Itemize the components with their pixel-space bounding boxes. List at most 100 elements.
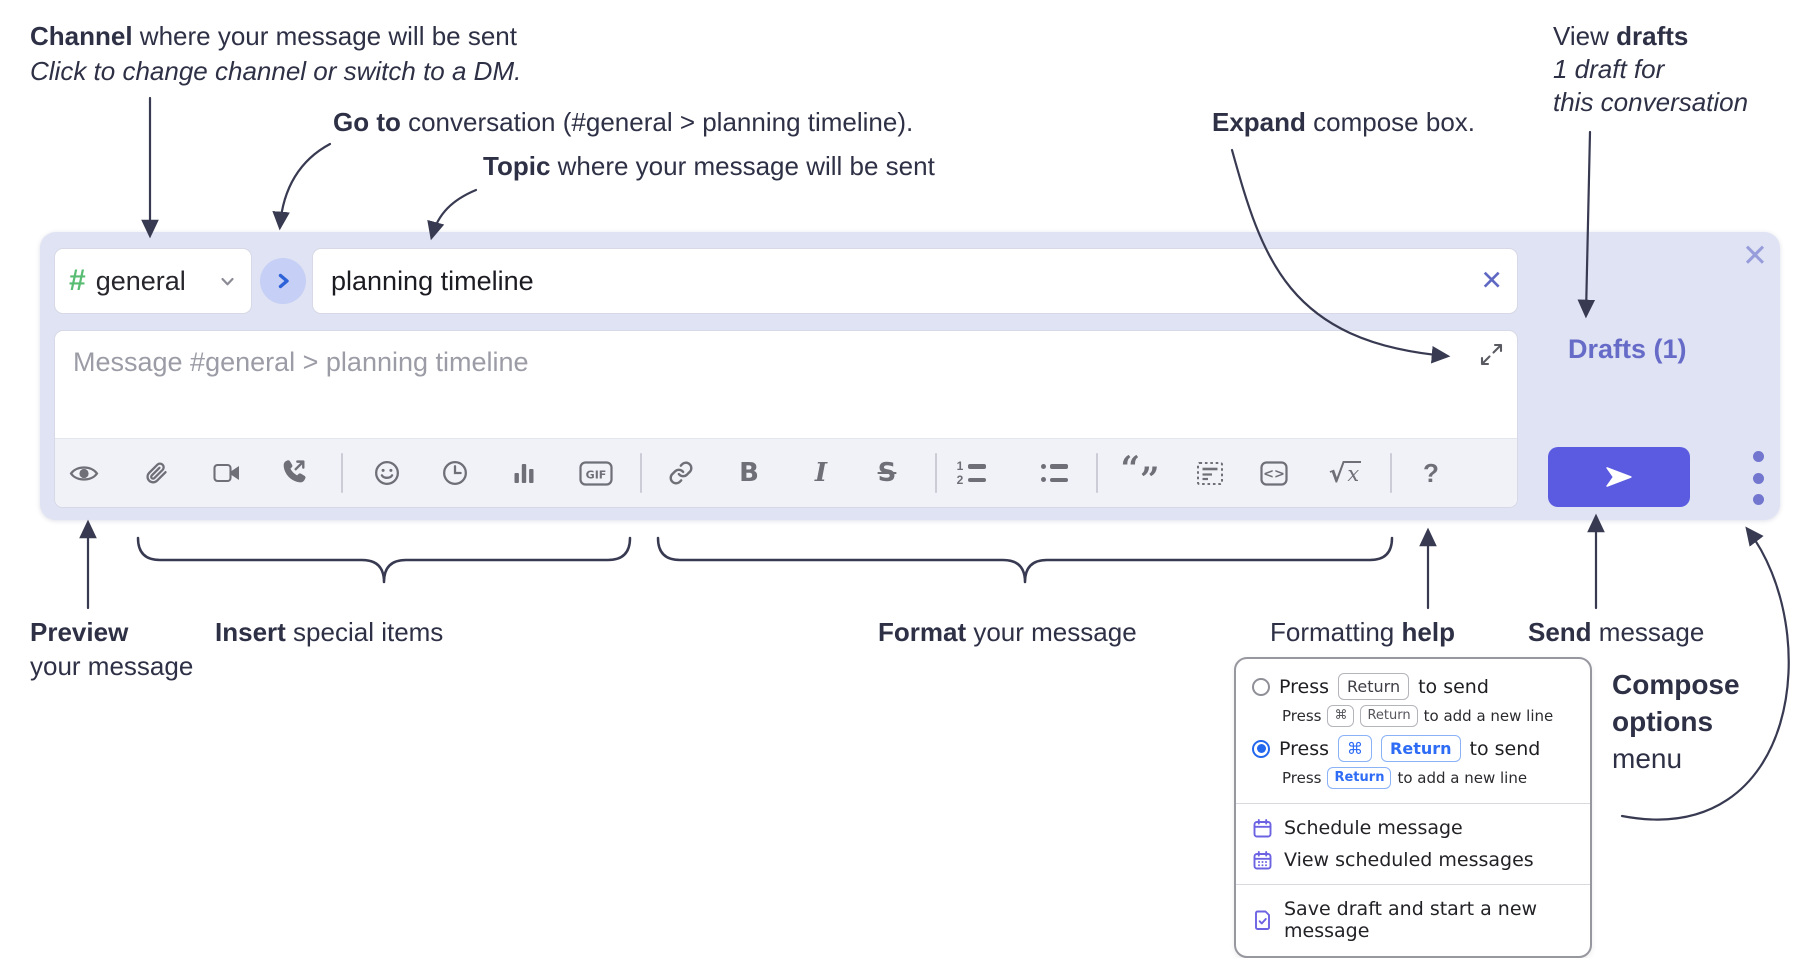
- drafts-link[interactable]: Drafts (1): [1568, 334, 1687, 364]
- preview-eye-icon[interactable]: [62, 451, 106, 495]
- code-label: <>: [1263, 467, 1285, 482]
- compose-options-menu-button[interactable]: [1746, 451, 1770, 505]
- annotation-view-drafts-line2: 1 draft for: [1553, 54, 1665, 84]
- annotation-topic-rest: where your message will be sent: [550, 151, 935, 181]
- help-icon[interactable]: ?: [1409, 451, 1453, 495]
- chevron-right-icon: [273, 271, 293, 291]
- annotation-expand-bold: Expand: [1212, 107, 1306, 137]
- annotation-formatting-help-pre: Formatting: [1270, 617, 1402, 647]
- schedule-message-item[interactable]: Schedule message: [1236, 812, 1590, 844]
- return-key: Return: [1338, 673, 1410, 700]
- save-draft-item[interactable]: Save draft and start a new message: [1236, 893, 1590, 947]
- go-to-conversation-button[interactable]: [260, 258, 306, 304]
- menu-divider: [1236, 803, 1590, 804]
- radio-unselected-icon[interactable]: [1252, 677, 1270, 696]
- annotation-view-drafts-line3: this conversation: [1553, 87, 1749, 117]
- dot-icon: [1752, 472, 1764, 484]
- numbered-list-digit: 2: [956, 472, 964, 487]
- quote-icon[interactable]: “”: [1118, 449, 1162, 500]
- channel-name: general: [95, 265, 186, 296]
- voice-call-icon[interactable]: [271, 451, 315, 495]
- link-icon[interactable]: [659, 451, 703, 495]
- opt1-sub-suffix: to add a new line: [1423, 707, 1554, 725]
- enter-sends-subtext: Press ⌘ Return to add a new line: [1236, 702, 1590, 733]
- brace-insert: [136, 536, 632, 584]
- radio-selected-icon[interactable]: [1252, 739, 1270, 758]
- brace-format: [656, 536, 1394, 584]
- dot-icon: [1752, 494, 1764, 505]
- annotation-channel: Channel where your message will be sent: [30, 20, 517, 53]
- expand-compose-icon[interactable]: [1480, 343, 1503, 371]
- poll-chart-icon[interactable]: [502, 451, 546, 495]
- view-scheduled-messages-label: View scheduled messages: [1284, 849, 1534, 871]
- annotation-view-drafts-bold: drafts: [1616, 21, 1689, 51]
- message-input[interactable]: [55, 331, 1517, 437]
- gif-label: GIF: [586, 468, 607, 481]
- annotation-format-rest: your message: [966, 617, 1137, 647]
- calendar-icon: [1252, 818, 1273, 839]
- numbered-list-digit: 1: [956, 459, 964, 474]
- annotation-compose-options-line2: options: [1612, 706, 1714, 737]
- topic-field-wrap: ✕: [312, 248, 1518, 314]
- annotation-formatting-help: Formatting help: [1270, 616, 1455, 649]
- draft-file-check-icon: [1252, 910, 1273, 931]
- compose-toolbar: GIF B I S 1 2: [55, 438, 1517, 507]
- opt2-sub-suffix: to add a new line: [1397, 769, 1528, 787]
- toolbar-divider: [1096, 453, 1098, 493]
- numbered-list-icon[interactable]: 1 2: [949, 451, 993, 495]
- annotation-topic-bold: Topic: [483, 151, 551, 181]
- channel-selector[interactable]: # general: [54, 248, 252, 314]
- bold-icon[interactable]: B: [727, 451, 771, 495]
- opt1-press: Press: [1279, 675, 1330, 698]
- annotation-preview: Preview: [30, 616, 128, 649]
- italic-icon[interactable]: I: [799, 451, 843, 495]
- toolbar-divider: [1390, 453, 1392, 493]
- opt1-sub-press: Press: [1282, 707, 1322, 725]
- attach-paperclip-icon[interactable]: [134, 451, 178, 495]
- menu-divider: [1236, 884, 1590, 885]
- opt1-suffix: to send: [1418, 675, 1489, 698]
- channel-hash-icon: #: [69, 264, 86, 297]
- annotation-compose-options: Compose options menu: [1612, 666, 1740, 777]
- toolbar-divider: [640, 453, 642, 493]
- return-key: Return: [1327, 767, 1392, 789]
- annotation-topic: Topic where your message will be sent: [483, 150, 935, 183]
- video-call-icon[interactable]: [205, 451, 249, 495]
- toolbar-divider: [935, 453, 937, 493]
- return-key: Return: [1360, 705, 1418, 727]
- annotation-goto: Go to conversation (#general > planning …: [333, 106, 913, 139]
- enter-sends-option[interactable]: Press Return to send: [1236, 671, 1590, 702]
- annotation-compose-options-line1: Compose: [1612, 669, 1740, 700]
- schedule-message-label: Schedule message: [1284, 817, 1463, 839]
- strikethrough-icon[interactable]: S: [865, 451, 909, 495]
- opt2-sub-press: Press: [1282, 769, 1322, 787]
- topic-input[interactable]: [313, 249, 1517, 313]
- annotation-format: Format your message: [878, 616, 1137, 649]
- quote-close-glyph: ”: [1140, 460, 1160, 500]
- cmd-enter-sends-subtext: Press Return to add a new line: [1236, 764, 1590, 795]
- topic-clear-button[interactable]: ✕: [1480, 265, 1503, 296]
- emoji-icon[interactable]: [365, 451, 409, 495]
- view-scheduled-messages-item[interactable]: View scheduled messages: [1236, 844, 1590, 876]
- math-icon[interactable]: √x: [1323, 451, 1367, 495]
- annotation-channel-bold: Channel: [30, 21, 133, 51]
- cmd-key: ⌘: [1338, 735, 1373, 762]
- annotation-channel-rest: where your message will be sent: [132, 21, 517, 51]
- annotation-view-drafts-pre: View: [1553, 21, 1617, 51]
- spoiler-icon[interactable]: [1188, 451, 1232, 495]
- send-button[interactable]: [1548, 447, 1690, 507]
- chevron-down-icon: [218, 272, 237, 291]
- save-draft-label: Save draft and start a new message: [1284, 898, 1538, 942]
- code-icon[interactable]: <>: [1252, 451, 1296, 495]
- dot-icon: [1752, 451, 1764, 462]
- arrow-goto: [272, 142, 332, 231]
- cmd-key: ⌘: [1327, 705, 1355, 727]
- close-icon[interactable]: ✕: [1742, 238, 1768, 273]
- cmd-enter-sends-option[interactable]: Press ⌘ Return to send: [1236, 733, 1590, 764]
- calendar-grid-icon: [1252, 850, 1273, 871]
- annotation-insert: Insert special items: [215, 616, 443, 649]
- global-time-clock-icon[interactable]: [433, 451, 477, 495]
- quote-open-glyph: “: [1120, 449, 1140, 489]
- gif-icon[interactable]: GIF: [574, 451, 618, 495]
- bulleted-list-icon[interactable]: [1032, 451, 1076, 495]
